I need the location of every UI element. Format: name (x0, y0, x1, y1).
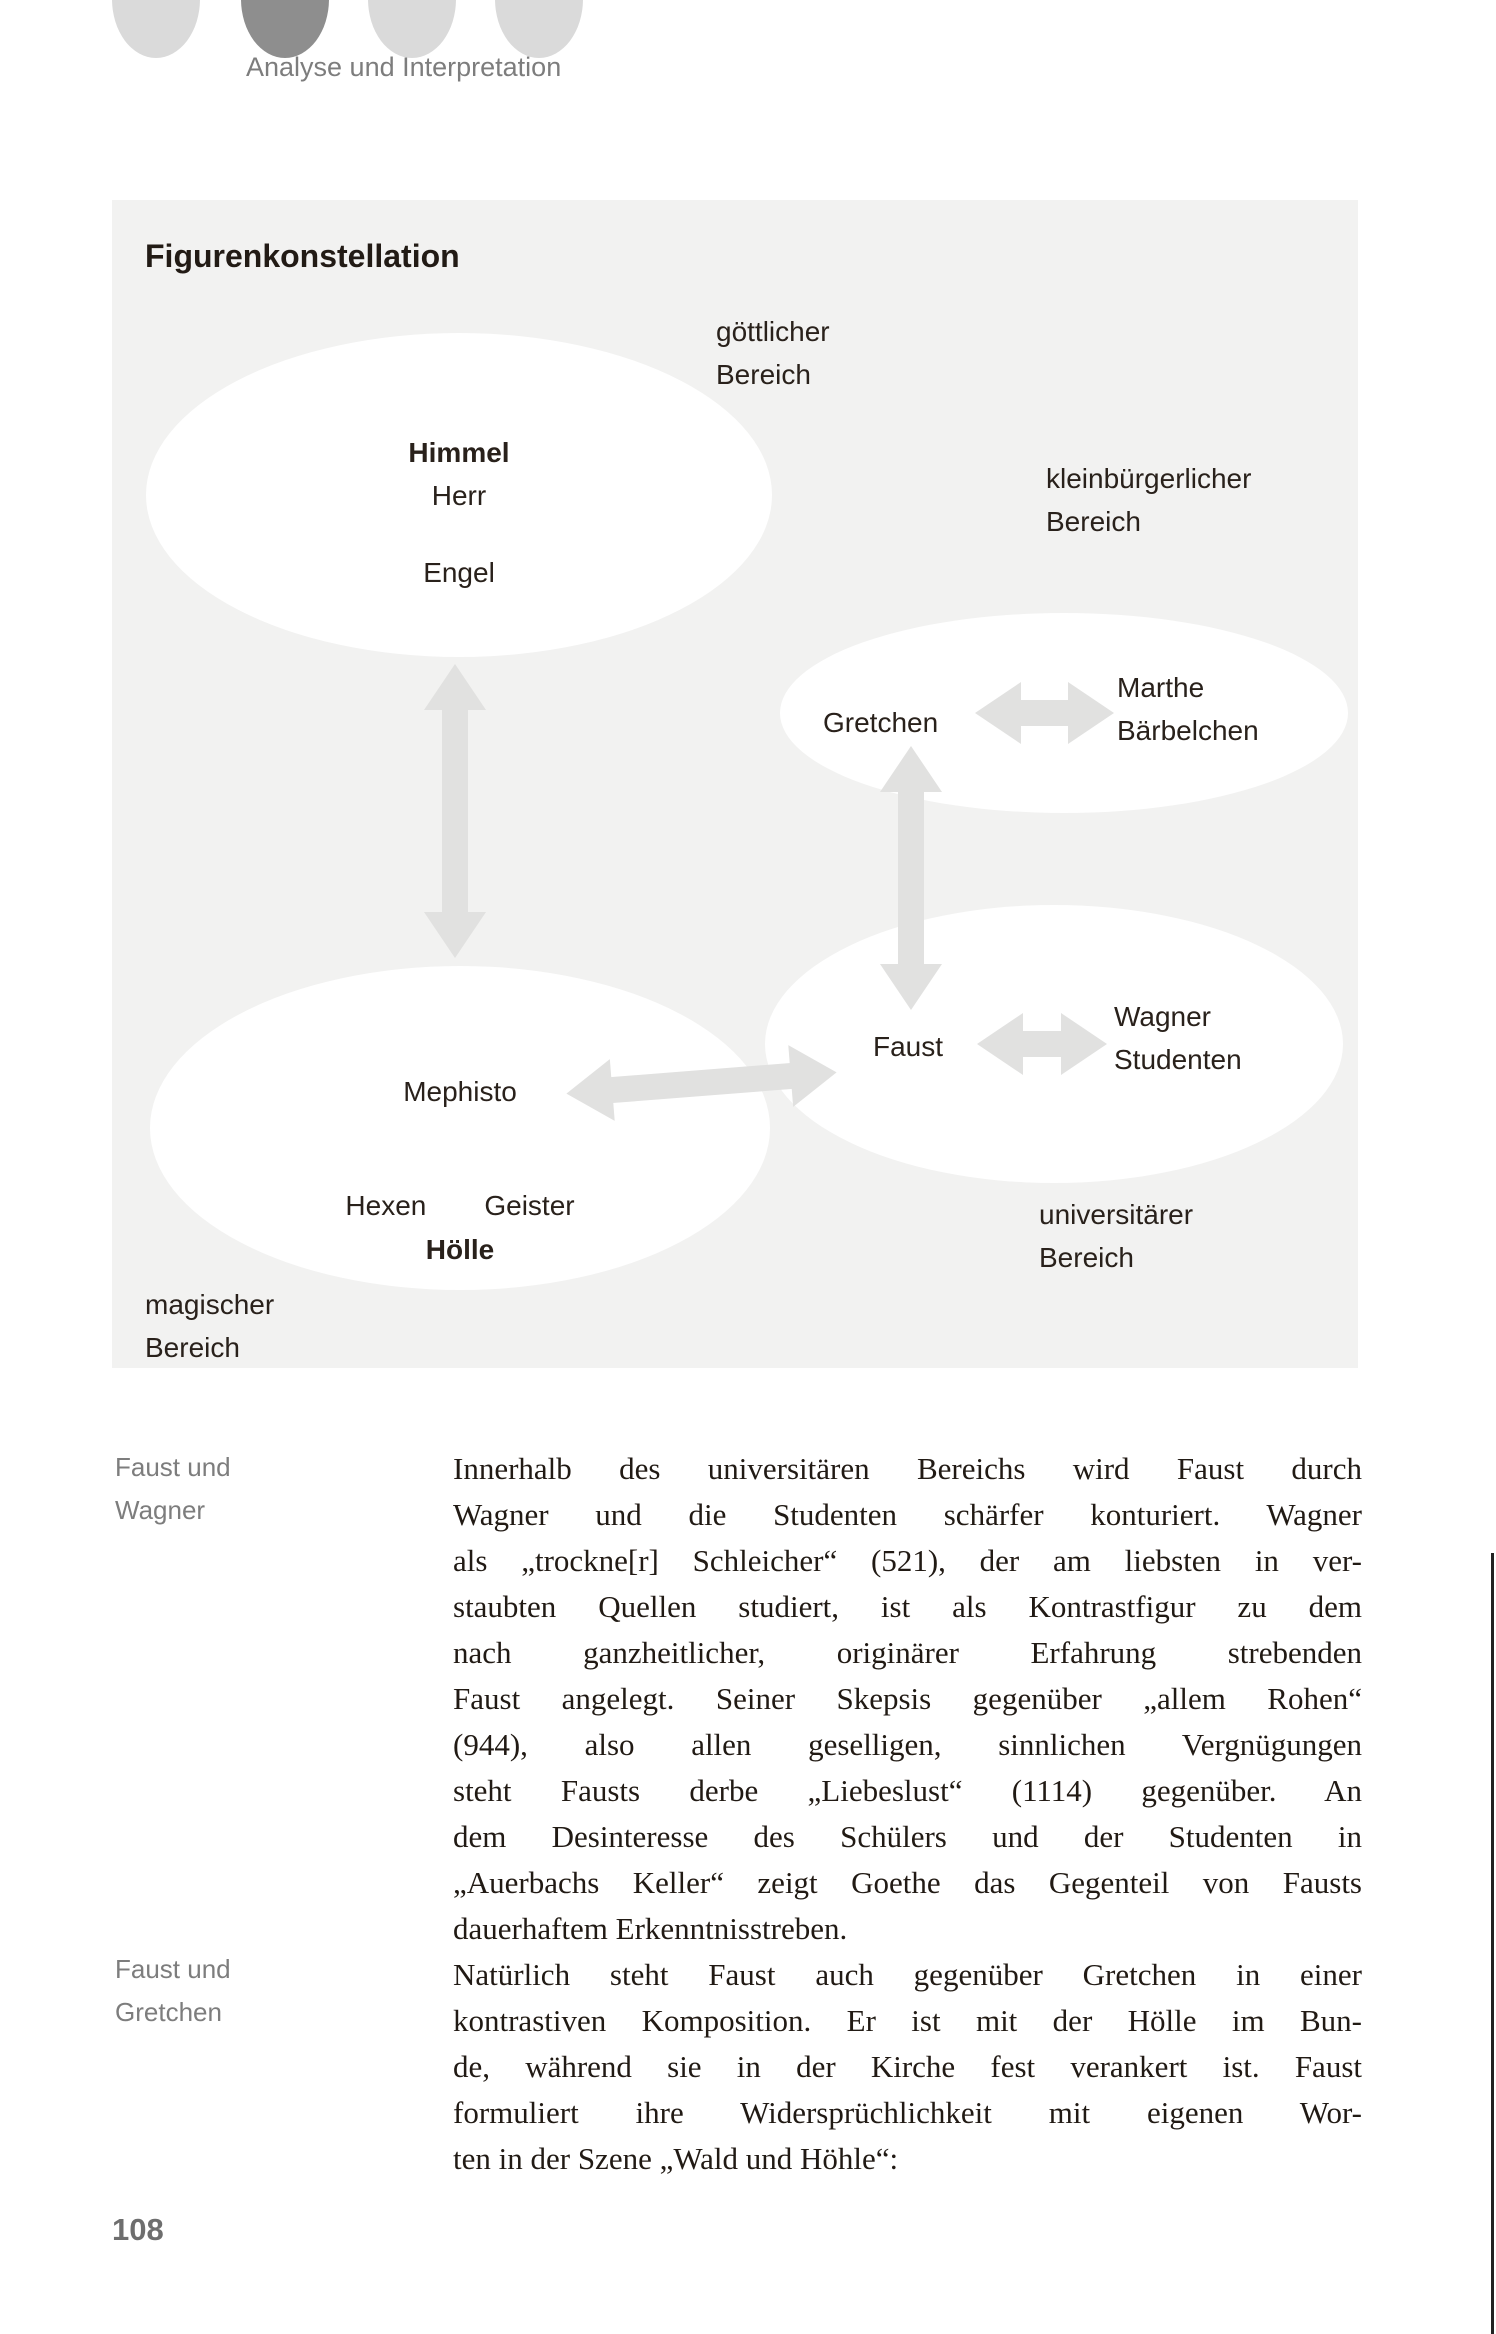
arrowhead-right-icon (1068, 682, 1114, 744)
chapter-dot-2-active (241, 0, 329, 58)
body-line: Natürlich steht Faust auch gegenüber Gre… (453, 1957, 1362, 1992)
body-line: steht Fausts derbe „Liebeslust“ (1114) g… (453, 1773, 1362, 1808)
arrowhead-left-icon (975, 682, 1021, 744)
node-faust: Faust (873, 1031, 944, 1062)
body-line: ten in der Szene „Wald und Höhle“: (453, 2141, 899, 2176)
body-line: dauerhaftem Erkenntnisstreben. (453, 1911, 848, 1946)
region-label-divine: göttlicher Bereich (716, 316, 830, 390)
arrow-gretchen-faust (880, 746, 942, 1010)
node-mephisto: Mephisto (403, 1076, 517, 1107)
arrowhead-right-icon (1061, 1013, 1107, 1075)
arrowhead-down-icon (424, 912, 486, 958)
arrow-gretchen-marthe (975, 682, 1114, 744)
node-studenten: Studenten (1114, 1044, 1242, 1075)
node-hoelle: Hölle (425, 1234, 495, 1265)
body-line: Innerhalb des universitären Bereichs wir… (453, 1451, 1362, 1486)
node-himmel: Himmel (408, 437, 510, 468)
margin-note-faust-gretchen: Faust und Gretchen (115, 1954, 231, 2027)
region-label-magic: magischer Bereich (145, 1289, 275, 1363)
node-baerbelchen: Bärbelchen (1117, 715, 1259, 746)
arrowhead-right-icon (788, 1041, 840, 1107)
body-line: kontrastiven Komposition. Er ist mit der… (453, 2003, 1362, 2038)
ellipse-heaven (146, 333, 772, 657)
region-label-petty-bourgeois: kleinbürgerlicher Bereich (1046, 463, 1252, 537)
arrowhead-down-icon (880, 964, 942, 1010)
page-edge-rule (1491, 1553, 1494, 2334)
body-line: „Auerbachs Keller“ zeigt Goethe das Gege… (453, 1865, 1362, 1900)
body-line: dem Desinteresse des Schülers und der St… (453, 1819, 1362, 1854)
node-herr: Herr (431, 480, 487, 511)
chapter-dot-4 (495, 0, 583, 58)
arrowhead-up-icon (424, 664, 486, 710)
node-geister: Geister (484, 1190, 575, 1221)
node-wagner: Wagner (1114, 1001, 1212, 1032)
node-gretchen: Gretchen (823, 707, 939, 738)
arrow-faust-wagner (977, 1013, 1107, 1075)
arrow-heaven-magic (424, 664, 486, 958)
body-line: als „trockne[r] Schleicher“ (521), der a… (453, 1543, 1362, 1578)
diagram-title: Figurenkonstellation (145, 238, 460, 274)
margin-note-faust-wagner: Faust und Wagner (115, 1452, 231, 1525)
node-row-hexen-geister: Hexen Geister (150, 1190, 770, 1222)
chapter-dot-3 (368, 0, 456, 58)
node-hexen: Hexen (345, 1190, 427, 1221)
body-line: formuliert ihre Widersprüchlichkeit mit … (453, 2095, 1362, 2130)
region-label-university: universitärer Bereich (1039, 1199, 1194, 1273)
node-marthe: Marthe (1117, 672, 1205, 703)
arrowhead-up-icon (880, 746, 942, 792)
body-line: Faust angelegt. Seiner Skepsis gegenüber… (453, 1681, 1362, 1716)
body-line: (944), also allen geselligen, sinnlichen… (453, 1727, 1362, 1762)
arrowhead-left-icon (977, 1013, 1023, 1075)
node-engel: Engel (423, 557, 495, 588)
body-text: Innerhalb des universitären Bereichs wir… (453, 1446, 1362, 2182)
body-line: de, während sie in der Kirche fest veran… (453, 2049, 1362, 2084)
body-line: Wagner und die Studenten schärfer kontur… (453, 1497, 1362, 1532)
chapter-header: Analyse und Interpretation (246, 52, 562, 82)
body-line: staubten Quellen studiert, ist als Kontr… (453, 1589, 1362, 1624)
chapter-dot-1 (112, 0, 200, 58)
page-number: 108 (112, 2212, 164, 2247)
ellipse-magic (150, 966, 770, 1290)
body-line: nach ganzheitlicher, originärer Erfahrun… (453, 1635, 1362, 1670)
